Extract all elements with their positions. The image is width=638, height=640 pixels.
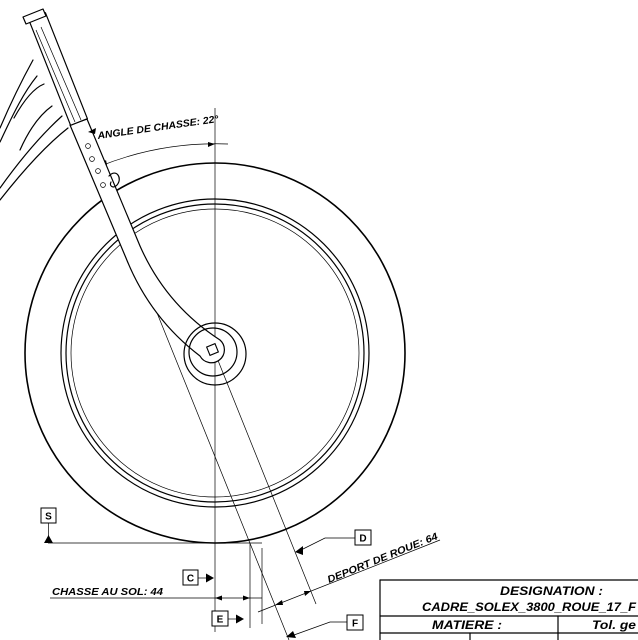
fork-hole (100, 182, 106, 188)
marker-f-triangle (286, 631, 296, 638)
marker-f-leader (293, 621, 347, 636)
fork-hole (85, 143, 91, 149)
marker-d: D (295, 529, 372, 555)
chasse-au-sol-label: CHASSE AU SOL: 44 (52, 587, 163, 598)
steerer-line-left (35, 29, 76, 123)
marker-d-box (354, 529, 372, 546)
marker-c-triangle (206, 573, 214, 583)
title-block-background (380, 580, 638, 640)
marker-c-box (182, 569, 199, 586)
designation-value: CADRE_SOLEX_3800_ROUE_17_F (422, 600, 637, 614)
title-block: DESIGNATION : CADRE_SOLEX_3800_ROUE_17_F… (379, 579, 638, 640)
head-tube-cap (22, 8, 47, 25)
trail-arrow-right (243, 595, 250, 601)
head-tube (22, 8, 96, 134)
top-tube-inner-line (13, 83, 45, 119)
offset-arrow-hub (304, 591, 311, 596)
fork-hole (95, 168, 101, 174)
head-tube-body (28, 12, 89, 126)
down-tube-upper-edge (0, 115, 63, 189)
hub-offset-line (214, 352, 317, 605)
hub-inner-circle (188, 327, 238, 377)
offset-arrow-axis (275, 600, 283, 605)
head-angle-arc (97, 143, 229, 168)
hub-outer-circle (183, 322, 247, 386)
tolerance-label: Tol. ge (592, 618, 636, 632)
dimensions (50, 539, 441, 613)
steerer-line-right (40, 26, 82, 121)
marker-f-letter: F (352, 619, 358, 630)
angle-de-chasse-label: ANGLE DE CHASSE: 22° (96, 114, 220, 142)
marker-c: C (182, 569, 214, 586)
marker-e: E (211, 610, 244, 627)
marker-s: S (40, 507, 57, 543)
wheel-hub (183, 322, 247, 386)
marker-s-triangle (44, 535, 53, 543)
marker-f-box (346, 614, 364, 631)
deport-de-roue-label: DEPORT DE ROUE: 64 (326, 531, 440, 586)
frame-gusset-line (19, 105, 53, 151)
fork-hook (108, 172, 120, 188)
angle-leader-arrow (88, 128, 96, 134)
marker-e-box (211, 610, 229, 627)
fork-hole (89, 156, 95, 162)
axle-square (205, 342, 220, 357)
marker-c-letter: C (187, 574, 194, 585)
marker-f: F (286, 614, 364, 638)
marker-d-leader (300, 537, 355, 551)
marker-d-triangle (295, 546, 303, 555)
trail-arrow-left (215, 595, 222, 601)
marker-e-triangle (236, 614, 244, 624)
matiere-label: MATIERE : (432, 618, 502, 632)
down-tube-lower-edge (0, 127, 69, 201)
offset-dimension-line (257, 539, 441, 613)
top-tube-upper-edge (0, 59, 34, 129)
frame-tubes (0, 59, 69, 201)
fork-blade (69, 118, 225, 364)
marker-d-letter: D (359, 534, 366, 545)
arc-arrow-right (208, 142, 215, 147)
construction-lines (48, 108, 317, 640)
designation-label: DESIGNATION : (500, 584, 603, 598)
front-fork (69, 118, 225, 364)
marker-s-letter: S (45, 512, 52, 523)
top-tube-lower-edge (0, 75, 38, 143)
marker-e-letter: E (217, 615, 224, 626)
